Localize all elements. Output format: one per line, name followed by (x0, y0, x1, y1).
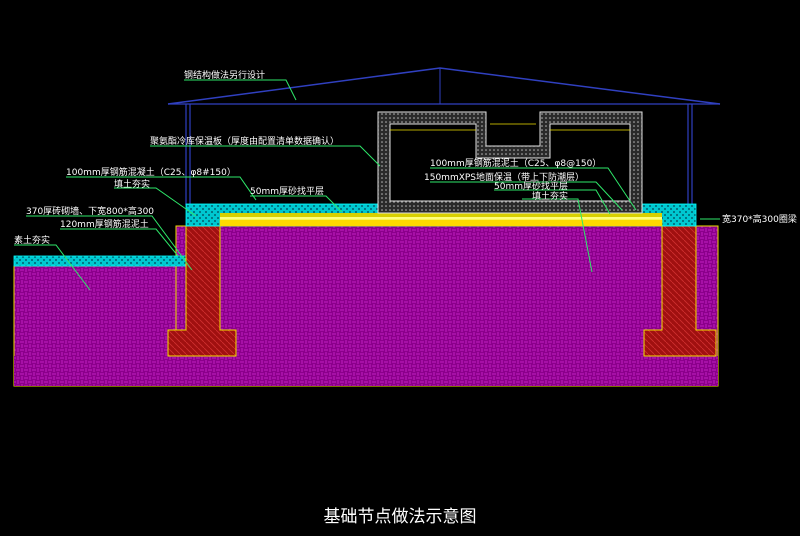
label-soil-plain: 素土夯实 (14, 234, 50, 246)
label-slab-100-right: 100mm厚钢筋混泥土（C25、φ8@150） (430, 157, 601, 169)
left-foundation-wall (167, 225, 237, 357)
label-wall-370: 370厚砖砌墙、下宽800*高300 (26, 205, 154, 217)
label-leveling-50-right: 50mm厚砂找平层 (494, 180, 568, 192)
label-slab-100-left: 100mm厚钢筋混凝土（C25、φ8#150） (66, 166, 236, 178)
label-leveling-50-left: 50mm厚砂找平层 (250, 185, 324, 197)
label-steel-structure: 钢结构做法另行设计 (184, 69, 265, 81)
label-fill-right: 填土夯实 (532, 190, 568, 202)
soil-fill (13, 225, 719, 387)
label-pu-board: 聚氨酯冷库保温板（厚度由配置清单数据确认） (150, 135, 339, 147)
drawing-title: 基础节点做法示意图 (324, 507, 477, 527)
label-xps-150: 150mmXPS地面保温（带上下防潮层） (424, 171, 584, 183)
steel-structure-outline (167, 67, 721, 205)
label-fill-left: 填土夯实 (114, 178, 150, 190)
leader-lines (14, 79, 720, 291)
label-ring-beam: 宽370*高300圈梁 (722, 213, 797, 225)
left-ground-slab (13, 255, 191, 267)
label-concrete-120: 120mm厚钢筋混泥土 (60, 218, 149, 230)
right-foundation-wall (643, 225, 717, 357)
